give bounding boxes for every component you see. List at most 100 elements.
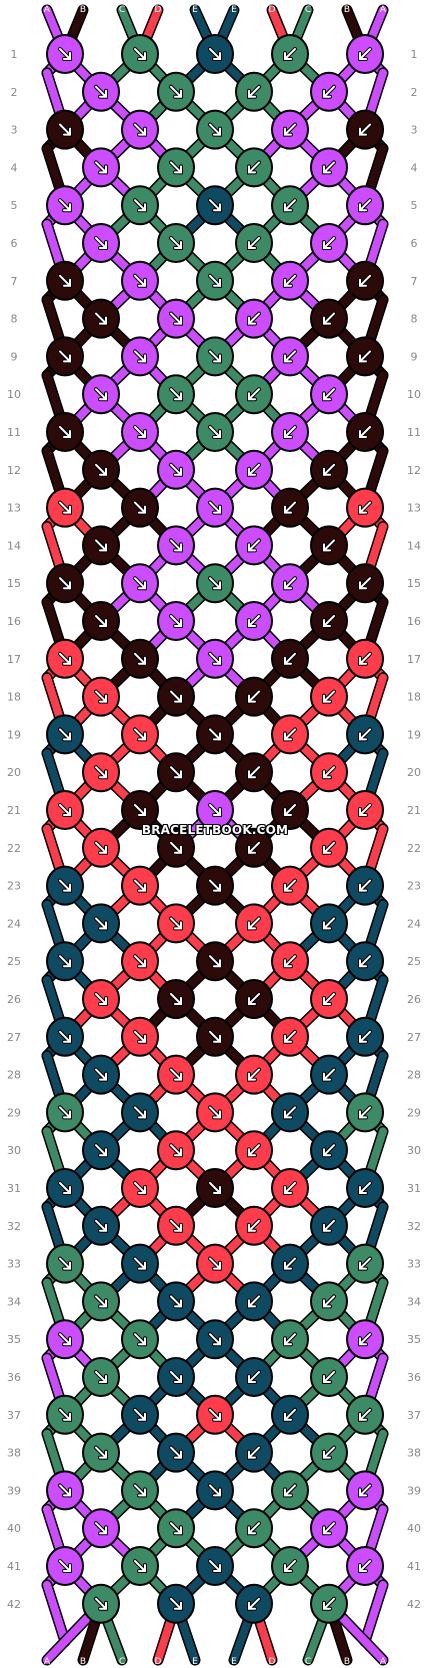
string-letter-top: E	[231, 5, 237, 15]
knot	[46, 638, 84, 679]
arrow-icon	[248, 690, 260, 703]
knot	[310, 1281, 348, 1322]
arrow-icon	[59, 426, 71, 438]
arrow-icon	[323, 1144, 335, 1157]
arrow-icon	[323, 1219, 335, 1232]
knot	[121, 109, 159, 150]
arrow-icon	[323, 388, 335, 401]
knot	[82, 827, 120, 868]
knot	[157, 827, 195, 868]
string-letter-top: D	[155, 5, 162, 15]
knot	[310, 449, 348, 490]
arrow-icon	[134, 1408, 146, 1421]
arrow-icon	[248, 1144, 260, 1157]
arrow-icon	[284, 1408, 296, 1421]
arrow-icon	[284, 123, 296, 136]
knot	[235, 298, 273, 339]
arrow-icon	[134, 1106, 146, 1119]
row-number-right: 9	[411, 350, 418, 363]
knot	[310, 223, 348, 263]
row-number-left: 22	[7, 842, 21, 855]
knot	[157, 752, 195, 793]
knot	[196, 412, 234, 452]
string-letter-top: C	[305, 5, 311, 15]
knot	[121, 1319, 159, 1360]
arrow-icon	[95, 615, 107, 627]
knot	[235, 223, 273, 263]
row-number-right: 23	[407, 880, 421, 893]
knot	[310, 525, 348, 566]
arrow-icon	[209, 1333, 221, 1346]
knot	[235, 979, 273, 1019]
arrow-icon	[323, 1371, 335, 1383]
knot	[235, 1432, 273, 1473]
arrow-icon	[134, 1257, 146, 1270]
knot	[121, 1243, 159, 1284]
knot	[82, 1130, 120, 1171]
knot	[46, 1394, 84, 1435]
knot	[121, 412, 159, 452]
row-number-left: 21	[7, 804, 21, 817]
arrow-icon	[209, 501, 221, 514]
arrow-icon	[59, 199, 71, 212]
row-number-left: 16	[7, 615, 21, 628]
knot	[235, 525, 273, 566]
row-number-left: 14	[7, 539, 21, 552]
row-number-left: 27	[7, 1031, 21, 1044]
arrow-icon	[284, 1257, 296, 1270]
arrow-icon	[209, 48, 221, 60]
arrow-icon	[359, 955, 371, 968]
row-number-right: 38	[407, 1447, 421, 1460]
string-letter-top: D	[269, 5, 276, 15]
knot	[121, 1016, 159, 1057]
knot	[196, 1092, 234, 1133]
arrow-icon	[95, 1295, 107, 1308]
knot	[46, 34, 84, 74]
arrow-icon	[134, 199, 146, 212]
knot	[82, 1508, 120, 1549]
knot	[310, 1432, 348, 1473]
arrow-icon	[170, 766, 182, 779]
row-number-right: 15	[407, 577, 421, 590]
knot	[346, 260, 384, 301]
knot	[157, 449, 195, 490]
arrow-icon	[209, 123, 221, 136]
arrow-icon	[248, 312, 260, 325]
arrow-icon	[284, 1333, 296, 1346]
row-number-right: 31	[407, 1182, 421, 1195]
row-number-left: 19	[7, 728, 21, 741]
arrow-icon	[170, 1522, 182, 1535]
arrow-icon	[59, 1182, 71, 1194]
arrow-icon	[284, 1106, 296, 1119]
knot	[121, 790, 159, 830]
arrow-icon	[248, 1068, 260, 1081]
knot	[121, 336, 159, 377]
knot	[196, 563, 234, 604]
arrow-icon	[134, 123, 146, 136]
arrow-icon	[323, 690, 335, 703]
row-number-left: 34	[7, 1295, 21, 1308]
arrow-icon	[284, 501, 296, 514]
row-number-right: 6	[411, 237, 418, 250]
arrow-icon	[359, 1333, 371, 1346]
arrow-icon	[248, 1597, 260, 1610]
knot	[271, 1092, 309, 1133]
row-number-left: 20	[7, 766, 21, 779]
knot	[310, 147, 348, 188]
string-letter-top: B	[344, 5, 350, 15]
knot	[196, 714, 234, 755]
knot	[196, 1470, 234, 1511]
knot	[235, 903, 273, 944]
knot	[46, 1016, 84, 1057]
arrow-icon	[248, 1446, 260, 1459]
knot	[121, 563, 159, 604]
arrow-icon	[323, 161, 335, 174]
knot	[157, 525, 195, 566]
arrow-icon	[59, 1408, 71, 1421]
knot	[346, 1546, 384, 1586]
arrow-icon	[359, 728, 371, 741]
knot	[271, 260, 309, 301]
knot	[271, 1168, 309, 1208]
